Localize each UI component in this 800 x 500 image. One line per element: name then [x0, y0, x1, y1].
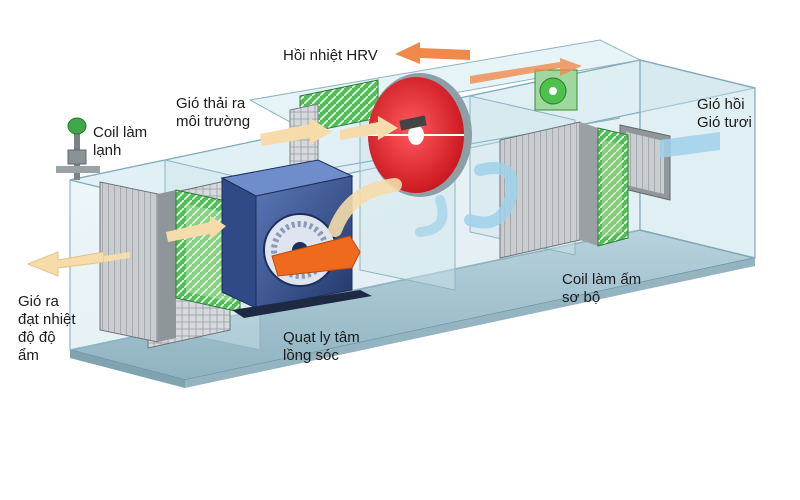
unit-base-rail — [70, 350, 185, 388]
arrow-hrv-exhaust — [395, 42, 470, 64]
label-exhaust-line-2: môi trường — [176, 113, 251, 130]
fan-housing — [221, 177, 257, 309]
fan-base — [232, 290, 372, 318]
cooling-coil — [99, 181, 159, 343]
label-exhaust: Gió thải ra môi trường — [176, 95, 250, 131]
arrow-return-in — [660, 132, 720, 158]
label-hrv-line-1: Hồi nhiệt HRV — [283, 47, 378, 64]
preheat-coil-side — [580, 122, 598, 246]
label-return-fresh-line-1: Gió hồi — [697, 96, 745, 113]
valve-actuator — [67, 117, 87, 135]
arrow-fresh-down — [415, 195, 448, 237]
label-supply: Gió ra đạt nhiệt độ độ ẩm — [18, 293, 76, 365]
label-supply-line-4: ẩm — [18, 347, 39, 364]
label-cooling-coil-line-1: Coil làm — [93, 124, 148, 141]
label-fan: Quạt ly tâm lồng sóc — [283, 329, 360, 365]
label-return-fresh: Gió hồi Gió tươi — [697, 96, 752, 132]
label-supply-line-1: Gió ra — [18, 293, 59, 310]
fan-outlet-cone — [271, 235, 361, 277]
valve-pipe — [56, 166, 100, 173]
hrv-damper — [399, 115, 427, 131]
arrow-coil-through — [166, 216, 226, 242]
arrow-exhaust-inner — [340, 116, 398, 140]
label-hrv: Hồi nhiệt HRV — [283, 47, 378, 65]
cooling-coil-side — [158, 190, 176, 342]
label-supply-line-2: đạt nhiệt — [18, 311, 76, 328]
arrow-supply-lower — [104, 252, 130, 262]
label-supply-line-3: độ độ — [18, 329, 56, 346]
arrow-exhaust-out — [260, 118, 332, 146]
arrow-exhaust-mid — [470, 58, 582, 84]
label-fan-line-1: Quạt ly tâm — [283, 329, 360, 346]
valve-body — [67, 149, 87, 165]
intake-grille — [626, 132, 664, 194]
arrow-swirl — [464, 162, 518, 229]
label-cooling-coil-line-2: lạnh — [93, 142, 122, 159]
unit-base-rail-right — [185, 258, 755, 388]
arrow-supply-out — [26, 251, 105, 277]
preheat-filter-frame — [602, 140, 622, 238]
label-preheat-coil: Coil làm ấm sơ bộ — [562, 271, 641, 307]
arrow-fan-inlet — [328, 178, 402, 237]
label-return-fresh-line-2: Gió tươi — [697, 114, 752, 131]
label-fan-line-2: lồng sóc — [283, 347, 339, 364]
label-preheat-coil-line-2: sơ bộ — [562, 289, 601, 306]
exhaust-fan-hub — [549, 87, 557, 95]
label-cooling-coil: Coil làm lạnh — [93, 124, 147, 160]
label-preheat-coil-line-1: Coil làm ấm — [562, 271, 642, 288]
label-exhaust-line-1: Gió thải ra — [176, 95, 246, 112]
